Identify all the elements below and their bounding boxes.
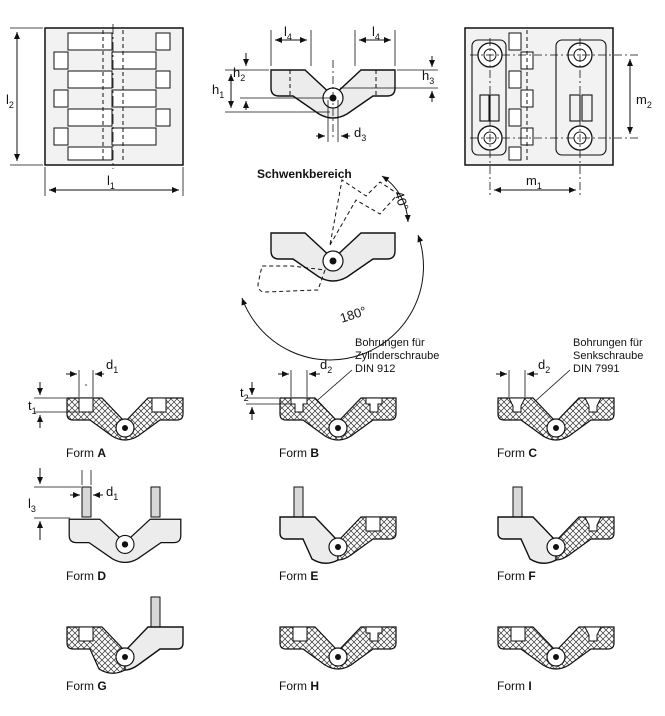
form-d: d1 l3 Form D xyxy=(28,384,182,583)
form-e: Form E xyxy=(279,486,397,583)
dim-t1: t1 xyxy=(28,398,37,416)
dim-d3: d3 xyxy=(354,125,366,143)
form-i: Form I xyxy=(497,626,615,693)
dim-l3: l3 xyxy=(28,496,36,514)
form-h: Form H xyxy=(279,626,397,693)
label-form-i: Form I xyxy=(497,679,532,693)
mounting-view: m1 m2 xyxy=(464,27,652,196)
dim-t2: t2 xyxy=(240,385,249,403)
dim-m2: m2 xyxy=(636,92,652,110)
dim-d2-b: d2 xyxy=(320,357,332,375)
svg-text:Senkschraube: Senkschraube xyxy=(573,350,643,362)
dim-m1: m1 xyxy=(526,173,542,191)
dim-d1-d: d1 xyxy=(106,484,118,502)
dim-h3: h3 xyxy=(422,68,434,86)
form-a: d1 t1 Form A xyxy=(28,357,184,460)
dim-l4-left: l4 xyxy=(284,24,292,42)
dim-d2-c: d2 xyxy=(538,357,550,375)
swivel-range: Schwenkbereich 40° 180° xyxy=(241,167,424,361)
front-view: l2 l1 xyxy=(6,24,184,196)
svg-text:Bohrungen für: Bohrungen für xyxy=(573,337,643,349)
form-f: Form F xyxy=(497,486,615,583)
angle-40: 40° xyxy=(391,189,411,212)
dim-h2: h2 xyxy=(233,65,245,83)
dim-h1: h1 xyxy=(212,82,224,100)
label-form-b: Form B xyxy=(279,446,319,460)
label-form-e: Form E xyxy=(279,569,318,583)
svg-text:Zylinderschraube: Zylinderschraube xyxy=(355,350,439,362)
note-countersunk-screw: Bohrungen für Senkschraube DIN 7991 xyxy=(530,337,643,406)
side-view: l4 l4 h1 h2 h3 d3 xyxy=(212,24,438,143)
form-g: Form G xyxy=(66,596,184,693)
swivel-title: Schwenkbereich xyxy=(257,167,352,181)
label-form-d: Form D xyxy=(66,569,106,583)
angle-180: 180° xyxy=(338,303,368,326)
svg-text:Bohrungen für: Bohrungen für xyxy=(355,337,425,349)
dim-l1: l1 xyxy=(107,173,115,191)
dim-l2: l2 xyxy=(6,92,14,110)
form-c: d2 Form C xyxy=(496,357,615,460)
form-b: d2 t2 Form B xyxy=(240,357,397,460)
svg-text:DIN 7991: DIN 7991 xyxy=(573,363,619,375)
label-form-g: Form G xyxy=(66,679,107,693)
label-form-h: Form H xyxy=(279,679,319,693)
label-form-a: Form A xyxy=(66,446,106,460)
dim-l4-right: l4 xyxy=(372,24,380,42)
dim-d1-a: d1 xyxy=(106,357,118,375)
note-cylinder-screw: Bohrungen für Zylinderschraube DIN 912 xyxy=(311,337,439,406)
label-form-f: Form F xyxy=(497,569,536,583)
svg-text:DIN 912: DIN 912 xyxy=(355,363,395,375)
label-form-c: Form C xyxy=(497,446,537,460)
